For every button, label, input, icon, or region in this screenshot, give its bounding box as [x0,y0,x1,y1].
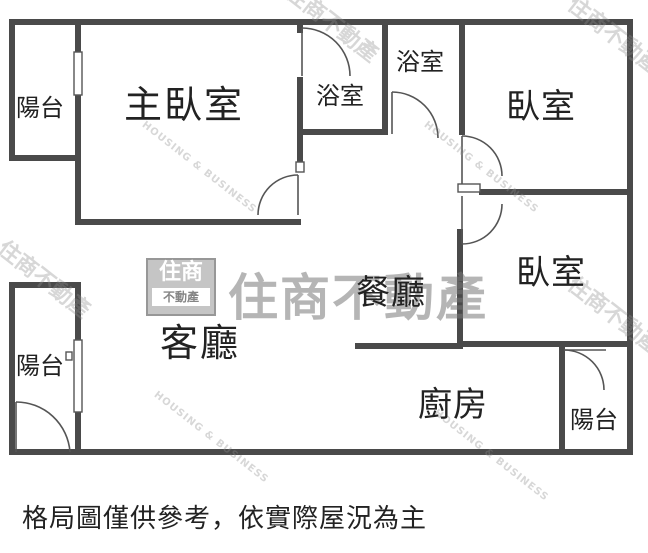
door-stop-1 [65,351,73,361]
window-master-balcony [73,51,83,96]
label-bedroom-top: 臥室 [506,87,576,127]
door-master-arc [257,174,299,216]
door-bath-arc [391,91,439,139]
label-balcony-top-left: 陽台 [16,94,64,122]
door-entry-arc [15,401,71,453]
brand-logo-bottom: 不動產 [152,288,210,306]
label-bedroom-mid: 臥室 [516,253,586,293]
label-bathroom-master: 浴室 [316,82,364,110]
door-bed1-arc [461,135,503,177]
label-bathroom-top: 浴室 [396,48,444,76]
brand-watermark: 住商不動產 [228,269,488,327]
disclaimer-caption: 格局圖僅供參考，依實際屋況為主 [22,504,428,534]
door-kitchen-balcony-arc [563,349,605,391]
window-living-balcony [73,339,83,413]
label-balcony-kitchen: 陽台 [570,406,618,434]
label-kitchen: 廚房 [418,385,488,425]
door-stop-2 [457,183,481,193]
door-mbath-arc [301,27,351,77]
floor-plan [9,19,633,455]
label-master-bedroom: 主臥室 [124,83,245,127]
label-dining-room: 餐廳 [356,273,426,313]
door-stop-3 [295,161,305,173]
brand-logo-top: 住商 [158,260,203,285]
label-living-room: 客廳 [160,321,241,365]
door-bed2-arc [461,203,503,245]
label-balcony-left: 陽台 [16,352,64,380]
brand-logo: 住商 不動產 [146,258,216,316]
